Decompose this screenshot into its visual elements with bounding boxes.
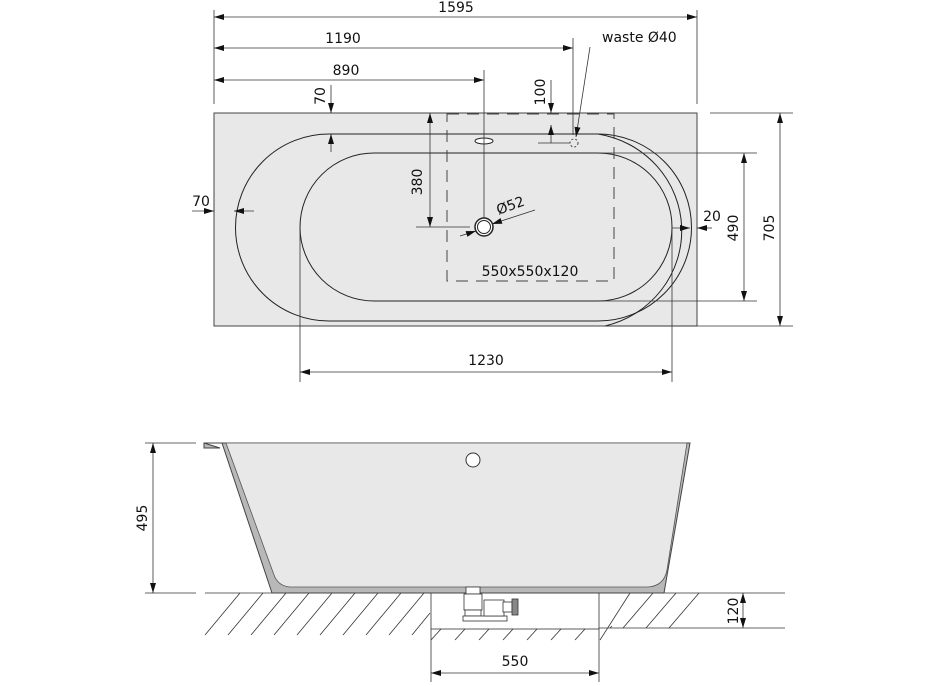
floor-hatching: [204, 592, 700, 641]
inner-basin-shape: [299, 152, 673, 302]
dim-label-100: 100: [533, 79, 549, 106]
top-view: 550x550x120 1595 1190 890 70 100 waste Ø…: [192, 0, 793, 382]
dim-label-380: 380: [410, 169, 426, 196]
dim-label-70-left: 70: [192, 194, 210, 210]
dim-label-705: 705: [762, 215, 778, 242]
dim-label-495: 495: [135, 505, 151, 532]
dim-label-70-top: 70: [313, 87, 329, 105]
dim-label-1595: 1595: [438, 0, 474, 16]
waste-label: waste Ø40: [602, 30, 677, 46]
recess-size-label: 550x550x120: [482, 264, 579, 280]
drain-diameter-leader: [459, 230, 477, 237]
dim-label-20: 20: [703, 209, 721, 225]
outer-rim-shape: [235, 133, 692, 322]
waste-leader: [574, 46, 591, 138]
dim-label-890: 890: [333, 63, 360, 79]
dim-label-120: 120: [726, 598, 742, 625]
overflow-hole-side: [465, 452, 481, 468]
recess-outline: [446, 113, 615, 282]
tub-outline-rect: [213, 112, 698, 327]
tub-interior: [225, 442, 688, 588]
dim-label-1230: 1230: [468, 353, 504, 369]
siphon: [462, 586, 519, 622]
dim-label-1190: 1190: [325, 31, 361, 47]
side-view: 495 120 550: [135, 442, 785, 682]
dim-label-490: 490: [726, 215, 742, 242]
drain-inner: [477, 220, 491, 234]
dim-label-550: 550: [502, 654, 529, 670]
